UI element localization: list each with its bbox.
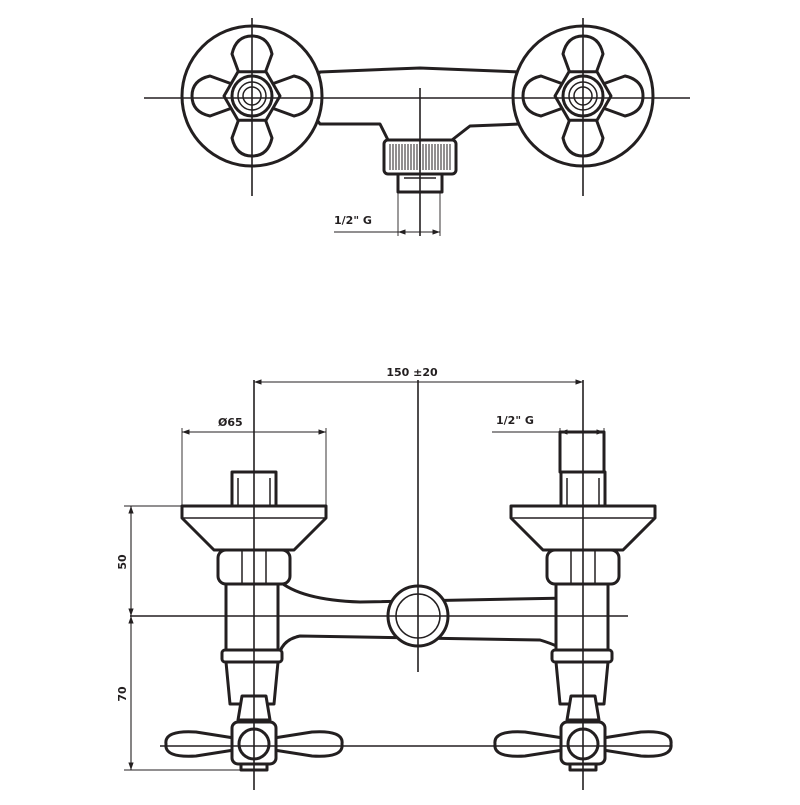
- front-view: 150 ±20 Ø65 1/2" G 50 70: [116, 366, 673, 790]
- front-thread-label: 1/2" G: [496, 414, 534, 427]
- height-lower-label: 70: [116, 686, 129, 702]
- front-right-stem: [550, 580, 614, 706]
- center-distance-label: 150 ±20: [386, 366, 438, 379]
- diameter-label: Ø65: [218, 416, 243, 429]
- height-upper-label: 50: [116, 554, 129, 570]
- front-left-stem: [220, 580, 284, 706]
- top-thread-label: 1/2" G: [334, 214, 372, 227]
- top-view: 1/2" G: [144, 18, 690, 236]
